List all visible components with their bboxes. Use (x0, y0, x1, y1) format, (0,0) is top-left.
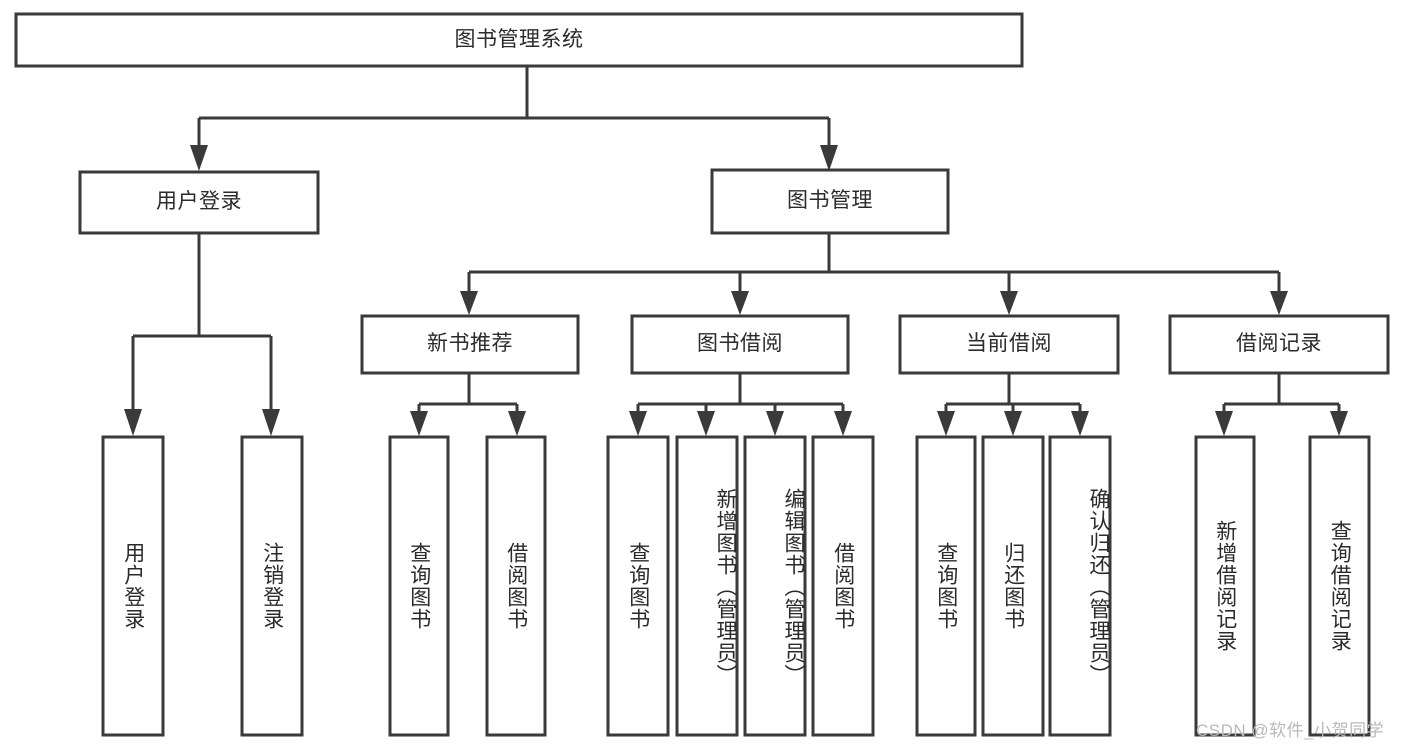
node-current-borrow[interactable] (898, 314, 1120, 375)
node-leaf-logout[interactable] (240, 435, 304, 737)
node-leaf-query-book-2[interactable] (606, 435, 670, 737)
node-leaf-edit-book[interactable] (743, 435, 807, 737)
connector-userlogin-to-leaves (124, 233, 280, 436)
node-leaf-query-book-3[interactable] (915, 435, 977, 737)
connector-root-to-level1 (190, 66, 838, 171)
connector-newbook-to-leaves (410, 373, 526, 436)
connector-bookborrow-to-leaves (629, 373, 852, 436)
node-book-manage[interactable] (710, 168, 950, 235)
node-leaf-return-book[interactable] (981, 435, 1045, 737)
node-leaf-query-record[interactable] (1308, 435, 1371, 737)
node-leaf-borrow-book-2[interactable] (811, 435, 875, 737)
node-leaf-query-book-1[interactable] (388, 435, 450, 737)
connector-bookmanage-to-level2 (460, 233, 1288, 315)
connector-borrowrecord-to-leaves (1215, 373, 1348, 436)
node-leaf-confirm-return[interactable] (1048, 435, 1112, 737)
node-book-borrow[interactable] (630, 314, 850, 375)
node-leaf-add-record[interactable] (1194, 435, 1256, 737)
node-borrow-record[interactable] (1168, 314, 1390, 375)
node-user-login[interactable] (78, 170, 320, 235)
node-leaf-borrow-book-1[interactable] (485, 435, 547, 737)
node-leaf-add-book[interactable] (675, 435, 739, 737)
node-leaf-user-login[interactable] (101, 435, 165, 737)
node-new-book-recommend[interactable] (360, 314, 580, 375)
connector-currentborrow-to-leaves (937, 373, 1089, 436)
node-root[interactable] (14, 12, 1024, 68)
